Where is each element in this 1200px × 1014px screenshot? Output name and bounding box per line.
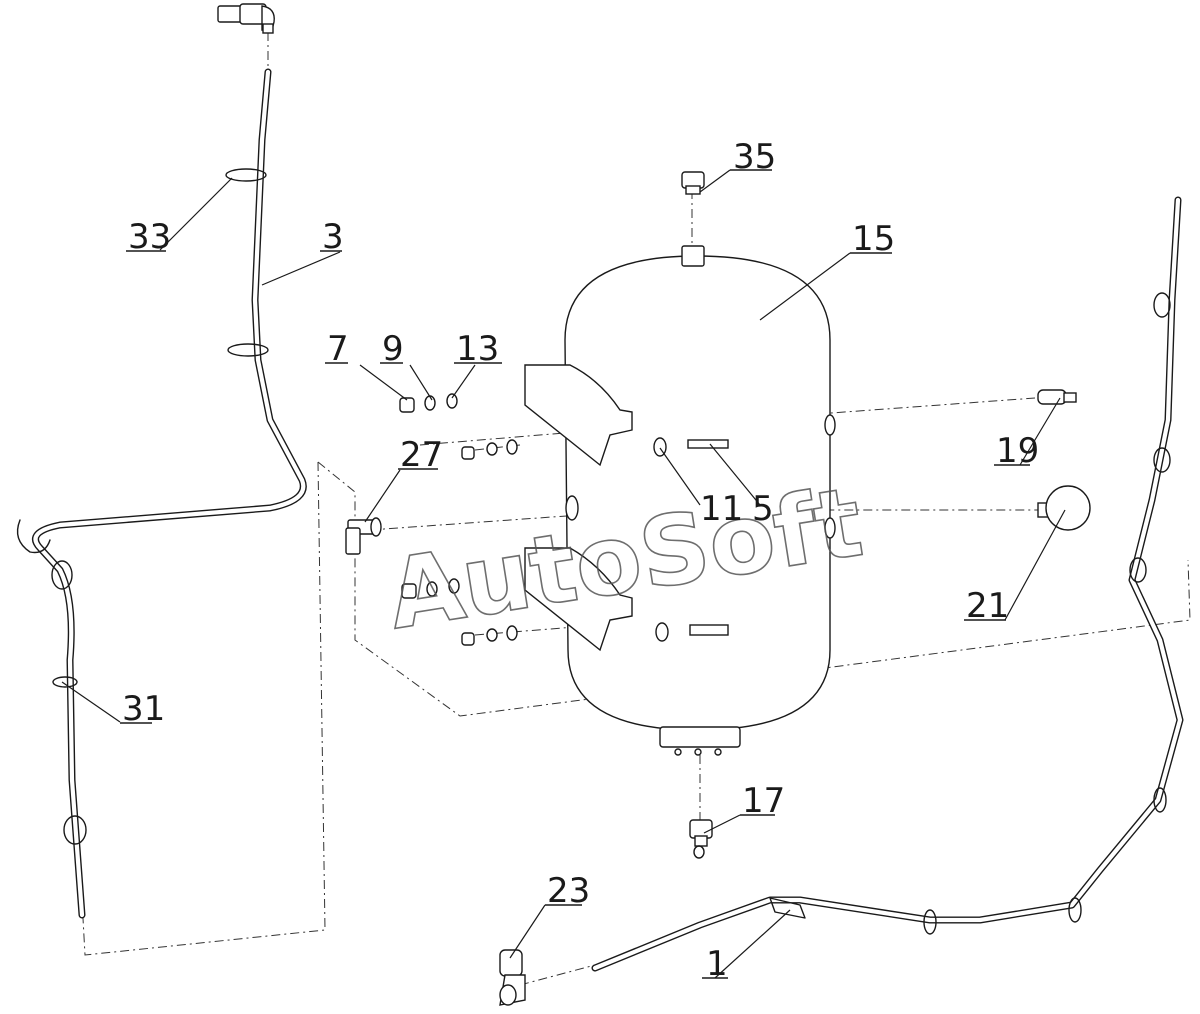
svg-text:5: 5: [752, 489, 774, 529]
callout-7: 7: [325, 329, 349, 369]
callout-labels: 35 15 33 3 7 9 13 27: [120, 137, 1039, 984]
callout-9: 9: [380, 329, 404, 369]
ball-fitting: [1037, 485, 1091, 531]
callout-33: 33: [126, 217, 171, 257]
svg-text:9: 9: [382, 329, 404, 369]
mounting-brackets: [524, 364, 633, 652]
bottom-elbow-fitting: [499, 949, 526, 1006]
callout-3: 3: [320, 217, 344, 257]
callout-1: 1: [702, 944, 728, 984]
callout-5: 5: [752, 489, 774, 529]
tube-clips-left: [16, 168, 269, 845]
callout-21: 21: [964, 586, 1009, 626]
callout-23: 23: [545, 871, 590, 911]
callout-13: 13: [454, 329, 502, 369]
leader-lines: [61, 169, 1066, 979]
nut-washer-sets: [399, 393, 518, 646]
svg-text:35: 35: [733, 137, 776, 177]
callout-11: 11: [700, 489, 743, 529]
callout-15: 15: [850, 219, 895, 259]
callout-31: 31: [120, 689, 165, 729]
svg-text:7: 7: [327, 329, 349, 369]
top-plug: [681, 171, 705, 195]
tee-fitting: [345, 517, 382, 555]
elbow-fitting-top: [217, 3, 275, 34]
drain-valve: [689, 819, 713, 859]
tube-left: [32, 68, 307, 919]
svg-text:1: 1: [706, 944, 728, 984]
tube-right: [591, 196, 1184, 972]
callout-19: 19: [994, 431, 1039, 471]
svg-text:11: 11: [700, 489, 743, 529]
callout-27: 27: [398, 435, 443, 475]
svg-text:3: 3: [322, 217, 344, 257]
callout-17: 17: [740, 781, 785, 821]
tube-clips-right: [769, 292, 1171, 935]
callout-35: 35: [730, 137, 776, 177]
